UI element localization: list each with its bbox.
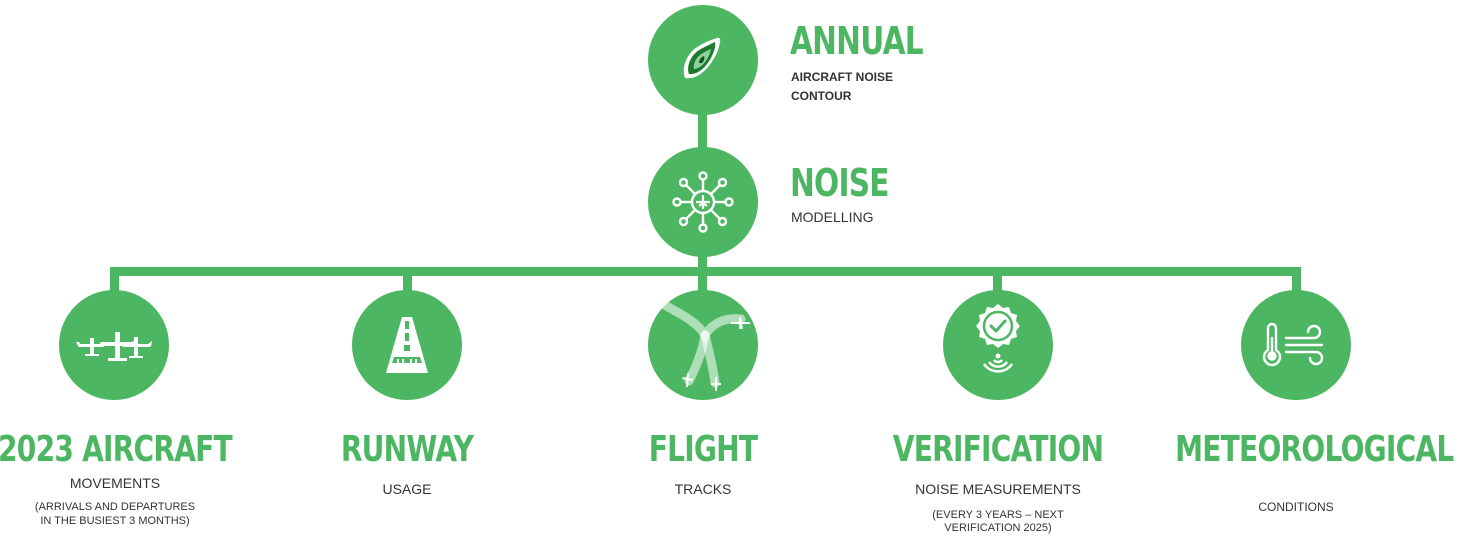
annual-subtitle-line2: CONTOUR [791,89,852,103]
verification-note-line2: VERIFICATION 2025) [944,522,1052,534]
connector-drop-3 [698,267,707,307]
runway-title: RUNWAY [340,429,474,470]
annual-subtitle-line1: AIRCRAFT NOISE [791,70,893,84]
runway-icon [386,317,428,373]
network-plane-icon [672,171,734,233]
annual-title: ANNUAL [790,19,924,63]
runway-subtitle: USAGE [382,481,432,497]
connector-middle-bus [698,255,707,275]
annual-contour-node [648,5,758,115]
flight-title: FLIGHT [648,429,758,470]
verification-node [943,290,1053,400]
meteorological-subtitle: CONDITIONS [1258,500,1334,514]
noise-modelling-node [648,147,758,257]
meteorological-node [1241,290,1351,400]
aircraft-movements-note-line2: IN THE BUSIEST 3 MONTHS) [40,515,190,527]
weather-icon [1262,322,1324,367]
aircraft-movements-subtitle: MOVEMENTS [69,475,161,491]
aircraft-movements-note-line1: (ARRIVALS AND DEPARTURES [34,501,196,513]
verification-note-line1: (EVERY 3 YEARS – NEXT [932,509,1064,521]
flight-tracks-node [648,290,758,400]
verified-measurement-icon [976,304,1020,373]
flight-tracks-icon [656,298,751,391]
noise-title: NOISE [790,161,890,205]
noise-subtitle: MODELLING [791,209,874,225]
connector-drop-5 [1292,267,1301,307]
aircraft-movements-node [59,290,169,400]
meteorological-title: METEOROLOGICAL [1175,429,1454,470]
connector-top-middle [698,110,707,165]
aircraft-movements-title: 2023 AIRCRAFT [0,429,233,470]
connector-drop-1 [110,267,119,307]
runway-usage-node [352,290,462,400]
verification-subtitle: NOISE MEASUREMENTS [915,481,1081,497]
connector-drop-2 [403,267,412,307]
flight-subtitle: TRACKS [674,481,732,497]
verification-title: VERIFICATION [892,429,1104,470]
connector-drop-4 [993,267,1002,307]
aircraft-group-icon [76,332,152,361]
noise-contour-icon [683,37,721,79]
